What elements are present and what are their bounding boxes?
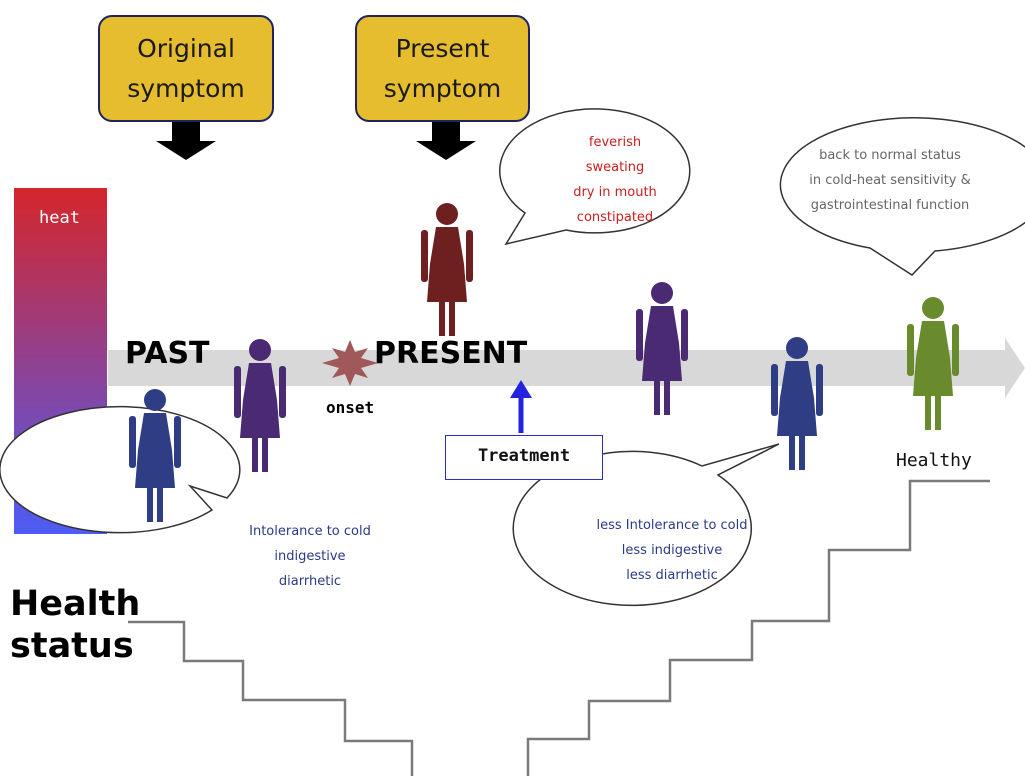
treatment-box: Treatment xyxy=(445,435,603,480)
present-bubble-line3: dry in mouth xyxy=(573,185,657,200)
original-symptom-arrow xyxy=(156,120,216,160)
present-person-figure xyxy=(421,203,473,336)
present-bubble-line2: sweating xyxy=(585,160,645,175)
past-symptom-bubble-text: Intolerance to cold indigestive diarrhet… xyxy=(205,519,415,594)
original-symptom-line2: symptom xyxy=(127,74,245,103)
health-status-label: Health status xyxy=(10,583,140,667)
onset-label: onset xyxy=(326,398,375,417)
heat-label: heat xyxy=(39,208,80,228)
present-bubble-line1: feverish xyxy=(588,135,642,150)
past-bubble-line3: diarrhetic xyxy=(278,574,342,589)
recovery-stairs xyxy=(526,479,990,776)
present-label: PRESENT xyxy=(374,336,528,371)
present-symptom-arrow xyxy=(416,120,476,160)
present-symptom-bubble xyxy=(499,108,691,246)
original-symptom-line1: Original xyxy=(137,34,235,63)
treated-person-figure xyxy=(636,282,688,415)
health-status-stairs xyxy=(128,620,414,776)
onset-star-icon xyxy=(322,340,378,386)
past-label: PAST xyxy=(125,336,210,371)
health-status-line1: Health xyxy=(10,584,141,624)
improved-symptom-bubble-text: less Intolerance to cold less indigestiv… xyxy=(567,513,777,588)
past-bubble-line2: indigestive xyxy=(274,549,346,564)
healthy-bubble-text: back to normal status in cold-heat sensi… xyxy=(770,143,1010,218)
improved-symptom-bubble xyxy=(512,443,780,607)
healthy-bubble xyxy=(779,117,1025,276)
healthy-bubble-line1: back to normal status xyxy=(819,148,961,163)
present-symptom-bubble-text: feverish sweating dry in mouth constipat… xyxy=(540,130,690,230)
present-symptom-box: Present symptom xyxy=(355,15,530,122)
original-symptom-box: Original symptom xyxy=(98,15,274,122)
past-bubble-line1: Intolerance to cold xyxy=(249,524,371,539)
healthy-bubble-line3: gastrointestinal function xyxy=(810,198,970,213)
present-symptom-line2: symptom xyxy=(383,74,502,103)
past-symptom-bubble xyxy=(0,405,241,534)
healthy-label: Healthy xyxy=(896,450,972,471)
improved-bubble-line3: less diarrhetic xyxy=(626,568,718,583)
treatment-up-arrow xyxy=(510,380,532,433)
improved-bubble-line2: less indigestive xyxy=(621,543,723,558)
present-bubble-line4: constipated xyxy=(576,210,654,225)
healthy-bubble-line2: in cold-heat sensitivity & xyxy=(809,173,971,188)
health-status-line2: status xyxy=(10,626,134,666)
present-symptom-line1: Present xyxy=(395,34,490,63)
cold-label: cold xyxy=(39,498,80,518)
improved-bubble-line1: less Intolerance to cold xyxy=(596,518,748,533)
